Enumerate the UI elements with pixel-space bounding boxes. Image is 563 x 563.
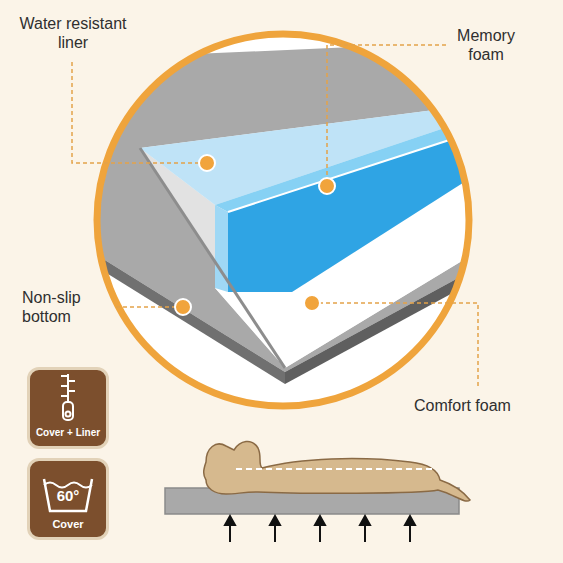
- mattress-cutaway: [60, 30, 510, 410]
- leader-lines: [72, 45, 478, 388]
- callout-dots: [175, 155, 335, 315]
- part-label: Non-slip bottom: [22, 288, 114, 326]
- arrow-head: [225, 516, 235, 525]
- icon-badge: 60° Cover: [27, 458, 109, 540]
- icon-badge: Cover + Liner: [27, 367, 109, 449]
- arrow-shaft: [229, 524, 231, 542]
- arrow-head: [405, 516, 415, 525]
- arrow-head: [315, 516, 325, 525]
- arrow-shaft: [274, 524, 276, 542]
- temperature-label: 60°: [30, 487, 106, 504]
- icon-caption: Cover: [30, 518, 106, 530]
- part-label: Comfort foam: [414, 396, 544, 415]
- pressure-arrows: [225, 516, 415, 542]
- dog-on-bed: [165, 441, 470, 514]
- part-label: Memory foam: [446, 26, 526, 64]
- part-label: Water resistant liner: [10, 14, 136, 52]
- arrow-head: [360, 516, 370, 525]
- arrow-head: [270, 516, 280, 525]
- icon-caption: Cover + Liner: [30, 427, 106, 438]
- arrow-shaft: [319, 524, 321, 542]
- arrow-shaft: [364, 524, 366, 542]
- arrow-shaft: [409, 524, 411, 542]
